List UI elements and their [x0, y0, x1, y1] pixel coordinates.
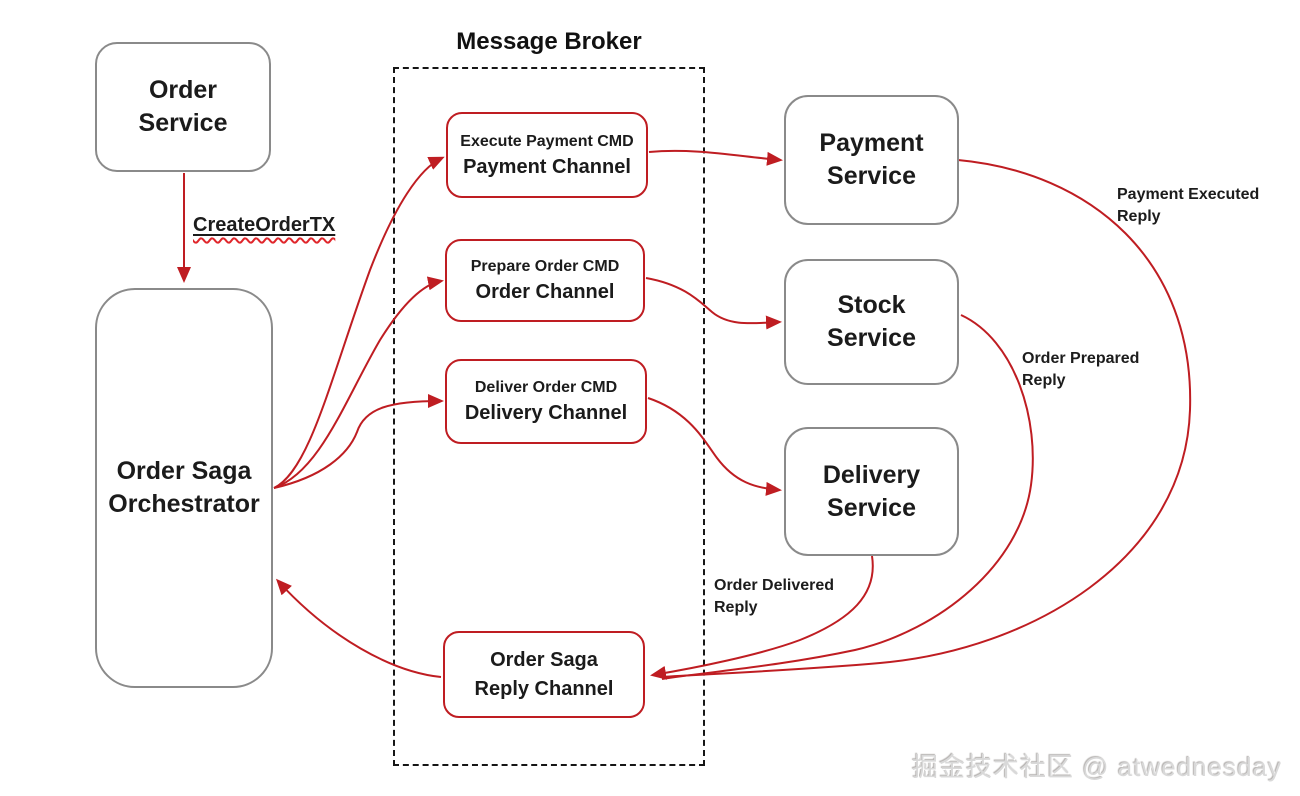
payment-service-label-line2: Service [827, 162, 916, 190]
orchestrator-label-line2: Orchestrator [108, 490, 260, 518]
message-broker-title: Message Broker [456, 28, 642, 55]
orchestrator-label-line1: Order Saga [116, 457, 252, 485]
edge-delivery-service-reply [650, 555, 874, 680]
order-channel-node: Prepare Order CMD Order Channel [445, 239, 645, 322]
message-broker-boundary [393, 67, 705, 766]
edge-stock-service-reply [661, 314, 1034, 680]
stock-service-label-line1: Stock [837, 291, 906, 319]
edge-payment-channel-to-payment-service [648, 149, 783, 166]
watermark-text: 掘金技术社区 @ atwednesday [911, 752, 1282, 782]
edge-orchestrator-to-payment-channel [273, 156, 445, 489]
delivery-channel-name-label: Delivery Channel [464, 402, 628, 424]
order-saga-reply-channel-node: Order Saga Reply Channel [443, 631, 645, 718]
payment-channel-name-label: Payment Channel [463, 155, 631, 178]
order-channel-name-label: Order Channel [475, 281, 615, 303]
order-delivered-reply-line1: Order Delivered [714, 577, 835, 594]
order-delivered-reply-label: Order Delivered Reply [714, 575, 834, 619]
delivery-service-node: Delivery Service [784, 427, 959, 556]
edge-orchestrator-to-delivery-channel [273, 394, 444, 489]
delivery-channel-cmd-label: Deliver Order CMD [474, 379, 618, 396]
edge-orchestrator-to-order-channel [273, 276, 444, 489]
reply-channel-label-line1: Order Saga [490, 648, 598, 671]
order-delivered-reply-line2: Reply [714, 599, 758, 616]
delivery-channel-node: Deliver Order CMD Delivery Channel [445, 359, 647, 444]
edge-reply-channel-to-orchestrator [275, 578, 442, 678]
order-prepared-reply-line1: Order Prepared [1022, 350, 1140, 367]
stock-service-label-line2: Service [827, 324, 916, 352]
order-service-label-line2: Service [138, 109, 228, 137]
payment-channel-node: Execute Payment CMD Payment Channel [446, 112, 648, 198]
edge-payment-service-reply [661, 159, 1192, 678]
edge-delivery-channel-to-delivery-service [647, 397, 782, 496]
payment-executed-reply-line1: Payment Executed [1117, 186, 1260, 203]
payment-executed-reply-label: Payment Executed Reply [1117, 184, 1259, 228]
order-service-label-line1: Order [148, 76, 218, 104]
order-prepared-reply-label: Order Prepared Reply [1022, 348, 1139, 392]
payment-service-label-line1: Payment [819, 129, 924, 157]
payment-channel-cmd-label: Execute Payment CMD [460, 132, 634, 150]
create-order-tx-text: CreateOrderTX [193, 214, 336, 236]
delivery-service-label-line2: Service [827, 493, 916, 522]
stock-service-node: Stock Service [784, 259, 959, 385]
edge-order-channel-to-stock-service [645, 277, 782, 330]
order-saga-orchestrator-node: Order Saga Orchestrator [95, 288, 273, 688]
delivery-service-label-line1: Delivery [822, 460, 921, 489]
order-prepared-reply-line2: Reply [1022, 372, 1066, 389]
payment-service-node: Payment Service [784, 95, 959, 225]
payment-executed-reply-line2: Reply [1117, 208, 1161, 225]
reply-channel-label-line2: Reply Channel [474, 677, 614, 700]
create-order-tx-label: CreateOrderTX [193, 214, 335, 237]
order-channel-cmd-label: Prepare Order CMD [470, 258, 620, 275]
order-service-node: Order Service [95, 42, 271, 172]
